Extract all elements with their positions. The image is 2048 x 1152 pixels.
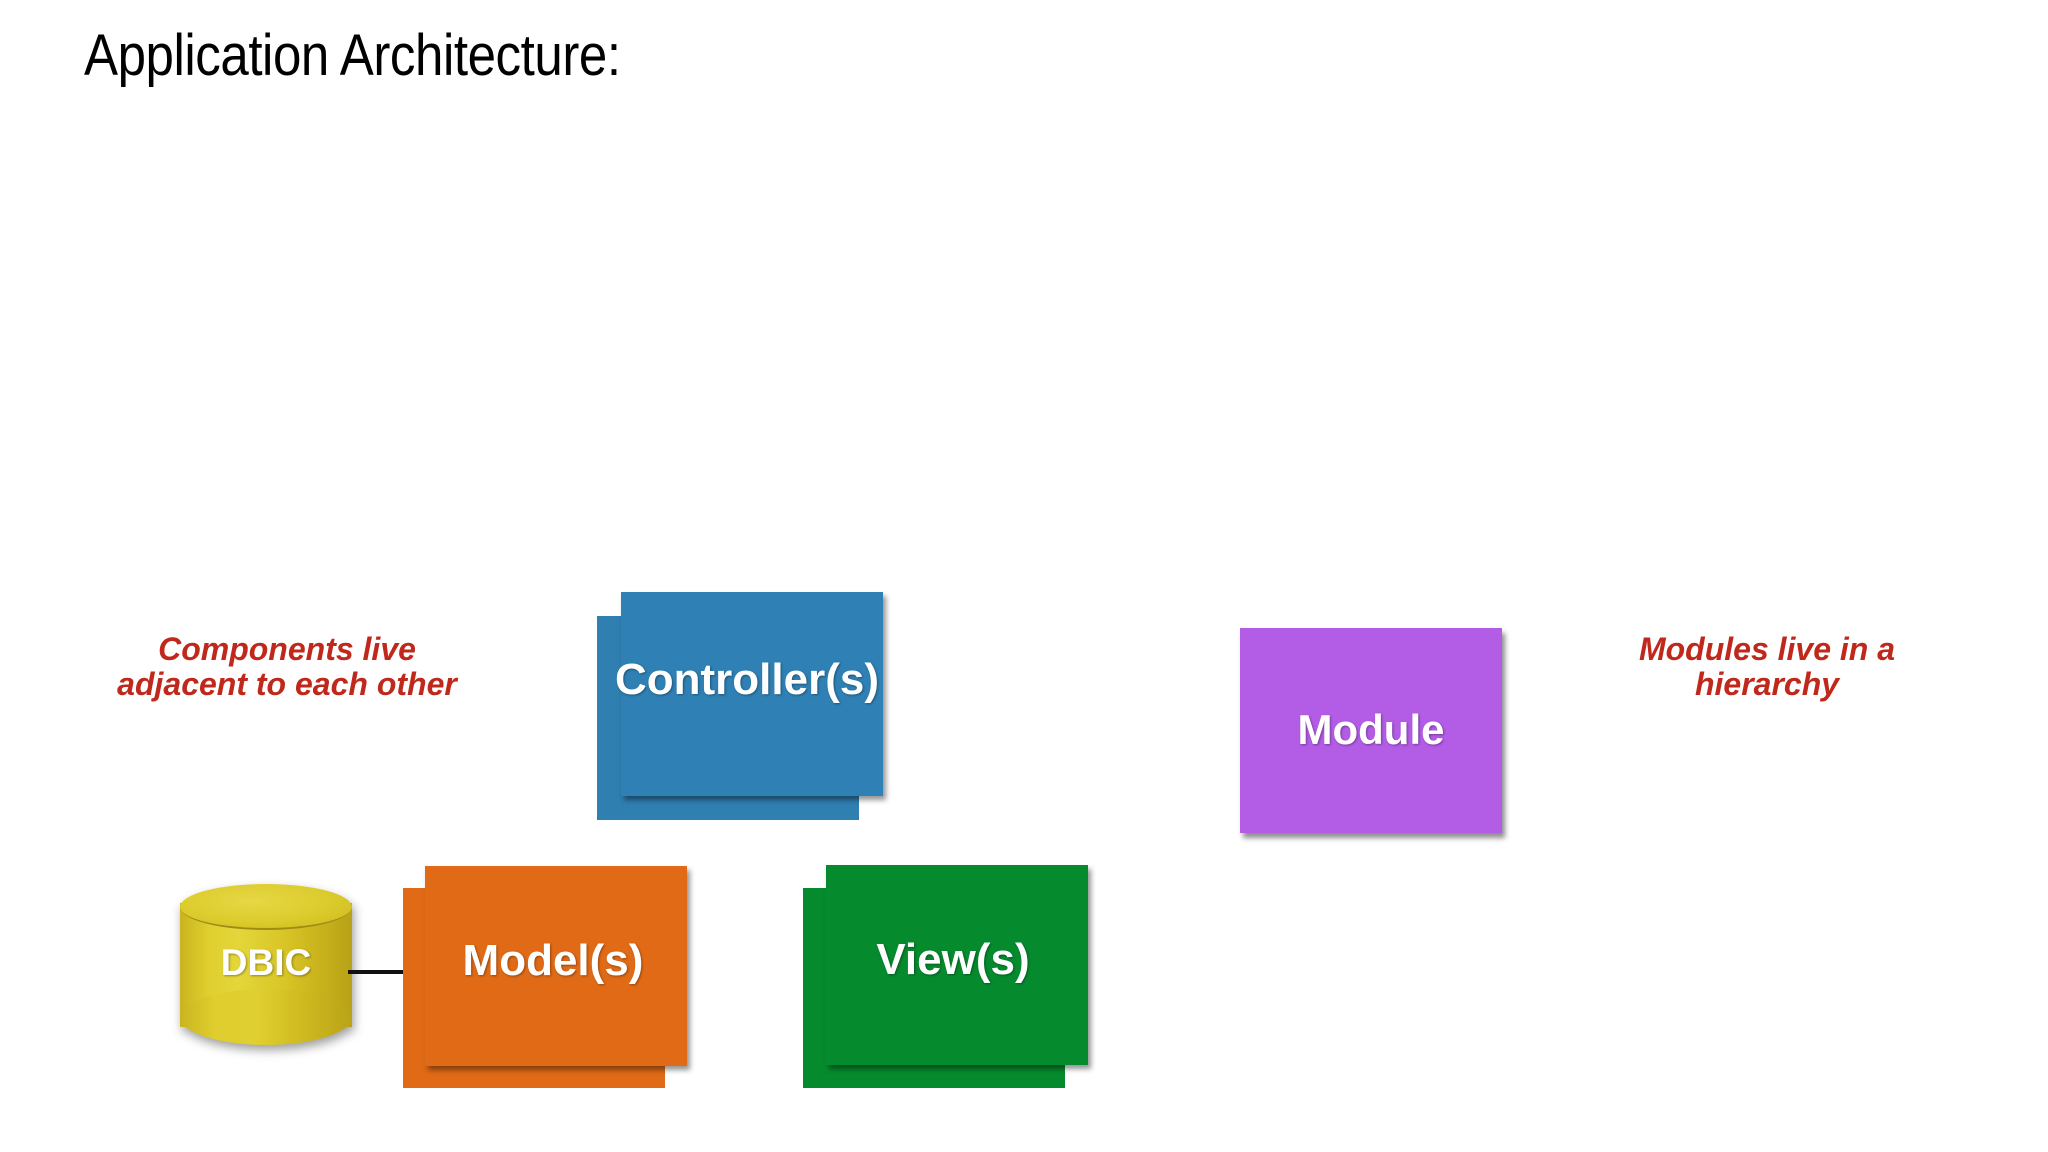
page-title: Application Architecture: xyxy=(84,23,621,88)
database-cylinder-bottom xyxy=(180,989,352,1045)
view-card-front[interactable] xyxy=(826,865,1088,1065)
node-model[interactable]: Model(s) xyxy=(403,866,703,1106)
database-cylinder-top xyxy=(180,884,352,930)
node-controller[interactable]: Controller(s) xyxy=(597,592,897,832)
dbic-label: DBIC xyxy=(220,942,312,983)
controller-card-front[interactable] xyxy=(621,592,883,796)
annotation-components-live-adjacent: Components live adjacent to each other xyxy=(117,631,457,702)
dbic-model-connector xyxy=(348,970,414,974)
node-dbic[interactable]: DBIC xyxy=(180,884,352,1046)
model-card-front[interactable] xyxy=(425,866,687,1066)
node-module[interactable]: Module xyxy=(1240,628,1502,833)
annotation-modules-live-in-hierarchy: Modules live in a hierarchy xyxy=(1638,631,1896,702)
module-label: Module xyxy=(1297,706,1445,753)
node-view[interactable]: View(s) xyxy=(803,865,1103,1105)
